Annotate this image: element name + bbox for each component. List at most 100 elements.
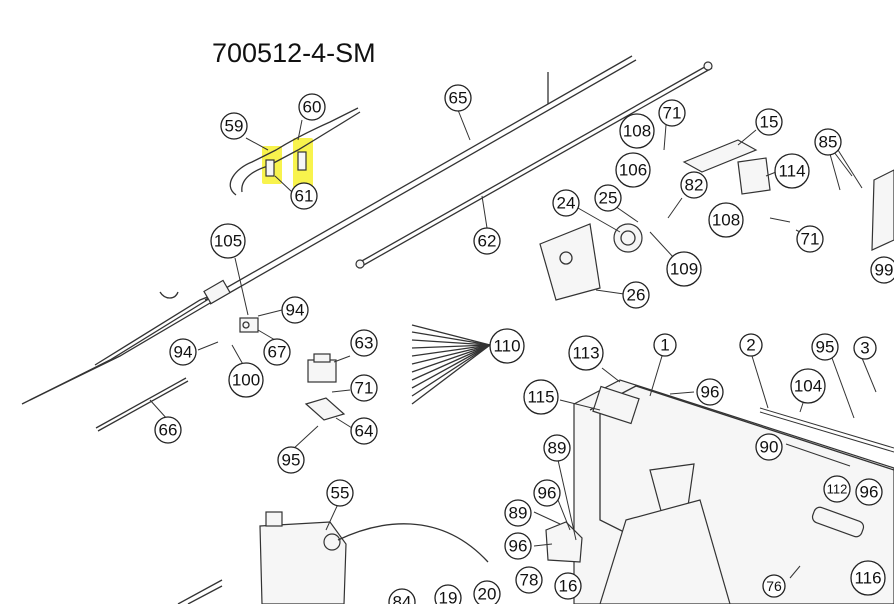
diagram-title: 700512-4-SM — [212, 38, 376, 68]
callout-60: 60 — [298, 93, 326, 121]
svg-text:84: 84 — [393, 593, 412, 604]
callout-99: 99 — [870, 256, 894, 284]
callout-94: 94 — [281, 296, 309, 324]
fuel-tank-55 — [259, 503, 489, 604]
svg-text:96: 96 — [860, 483, 879, 502]
wire-harness — [229, 107, 361, 196]
callout-89-second: 89 — [504, 499, 532, 527]
callout-96-fourth: 96 — [504, 532, 532, 560]
callout-105: 105 — [210, 223, 246, 259]
callout-26: 26 — [622, 281, 650, 309]
svg-text:89: 89 — [548, 439, 567, 458]
svg-text:105: 105 — [214, 232, 242, 251]
callout-78: 78 — [515, 566, 543, 594]
callout-96: 96 — [696, 378, 724, 406]
cable-bundle-100 — [21, 257, 249, 405]
svg-text:109: 109 — [670, 260, 698, 279]
rod-62 — [355, 61, 713, 269]
callout-109: 109 — [666, 251, 702, 287]
callout-106: 106 — [615, 152, 651, 188]
svg-text:16: 16 — [559, 577, 578, 596]
callout-84: 84 — [388, 588, 416, 604]
callout-63: 63 — [350, 329, 378, 357]
svg-text:95: 95 — [282, 451, 301, 470]
svg-text:85: 85 — [819, 133, 838, 152]
callout-96-second: 96 — [533, 479, 561, 507]
callout-110: 110 — [489, 328, 525, 364]
callout-89: 89 — [543, 434, 571, 462]
callout-82: 82 — [680, 171, 708, 199]
svg-text:106: 106 — [619, 161, 647, 180]
svg-text:55: 55 — [331, 484, 350, 503]
svg-text:3: 3 — [860, 339, 869, 358]
svg-text:2: 2 — [746, 336, 755, 355]
fasteners-85 — [769, 149, 894, 251]
rod-65 — [204, 55, 637, 305]
svg-text:82: 82 — [685, 176, 704, 195]
callout-108: 108 — [619, 113, 655, 149]
svg-text:96: 96 — [701, 383, 720, 402]
svg-text:110: 110 — [493, 337, 520, 356]
svg-text:15: 15 — [760, 113, 779, 132]
callout-2: 2 — [739, 333, 763, 357]
svg-text:108: 108 — [712, 211, 740, 230]
callout-64: 64 — [350, 417, 378, 445]
svg-text:62: 62 — [478, 232, 497, 251]
callout-76: 76 — [762, 574, 786, 598]
callout-59: 59 — [220, 112, 248, 140]
svg-text:65: 65 — [449, 89, 468, 108]
callout-71-third: 71 — [350, 374, 378, 402]
cable-fan-110 — [411, 324, 491, 405]
svg-text:78: 78 — [520, 571, 539, 590]
svg-text:59: 59 — [225, 117, 244, 136]
callout-95: 95 — [811, 333, 839, 361]
callout-90: 90 — [755, 433, 783, 461]
callout-19: 19 — [434, 584, 462, 604]
svg-text:99: 99 — [875, 261, 894, 280]
rod-66 — [95, 377, 189, 432]
callout-113: 113 — [568, 335, 604, 371]
svg-text:26: 26 — [627, 286, 646, 305]
svg-text:71: 71 — [801, 230, 820, 249]
svg-text:19: 19 — [439, 589, 458, 604]
svg-text:71: 71 — [355, 379, 374, 398]
svg-text:100: 100 — [232, 371, 260, 390]
callout-108-second: 108 — [708, 202, 744, 238]
callout-85: 85 — [814, 128, 842, 156]
callout-1: 1 — [653, 333, 677, 357]
bracket-15 — [663, 124, 777, 195]
callout-95-second: 95 — [277, 446, 305, 474]
svg-text:20: 20 — [478, 585, 497, 604]
callout-24: 24 — [552, 189, 580, 217]
svg-text:1: 1 — [660, 336, 669, 355]
svg-text:63: 63 — [355, 334, 374, 353]
callout-20: 20 — [473, 580, 501, 604]
callout-16: 16 — [554, 572, 582, 600]
svg-text:24: 24 — [557, 194, 576, 213]
svg-text:90: 90 — [760, 438, 779, 457]
callout-116: 116 — [850, 560, 886, 596]
callout-65: 65 — [444, 84, 472, 112]
svg-text:95: 95 — [816, 338, 835, 357]
frame-fragment — [177, 579, 223, 604]
callout-114: 114 — [774, 153, 810, 189]
bracket-67 — [197, 309, 283, 369]
svg-text:71: 71 — [663, 104, 682, 123]
svg-text:114: 114 — [778, 162, 805, 181]
callout-71: 71 — [658, 99, 686, 127]
svg-text:115: 115 — [527, 388, 554, 407]
svg-text:116: 116 — [854, 569, 881, 588]
callout-94-second: 94 — [169, 338, 197, 366]
callout-15: 15 — [755, 108, 783, 136]
plate-64 — [291, 397, 353, 451]
svg-text:112: 112 — [827, 482, 848, 497]
callouts: 59 60 61 65 62 71 108 106 15 114 85 82 2… — [154, 84, 894, 604]
svg-text:67: 67 — [268, 343, 287, 362]
callout-66: 66 — [154, 416, 182, 444]
svg-text:96: 96 — [538, 484, 557, 503]
svg-text:25: 25 — [599, 189, 618, 208]
svg-text:94: 94 — [174, 343, 193, 362]
svg-text:108: 108 — [623, 122, 651, 141]
svg-text:64: 64 — [355, 422, 374, 441]
